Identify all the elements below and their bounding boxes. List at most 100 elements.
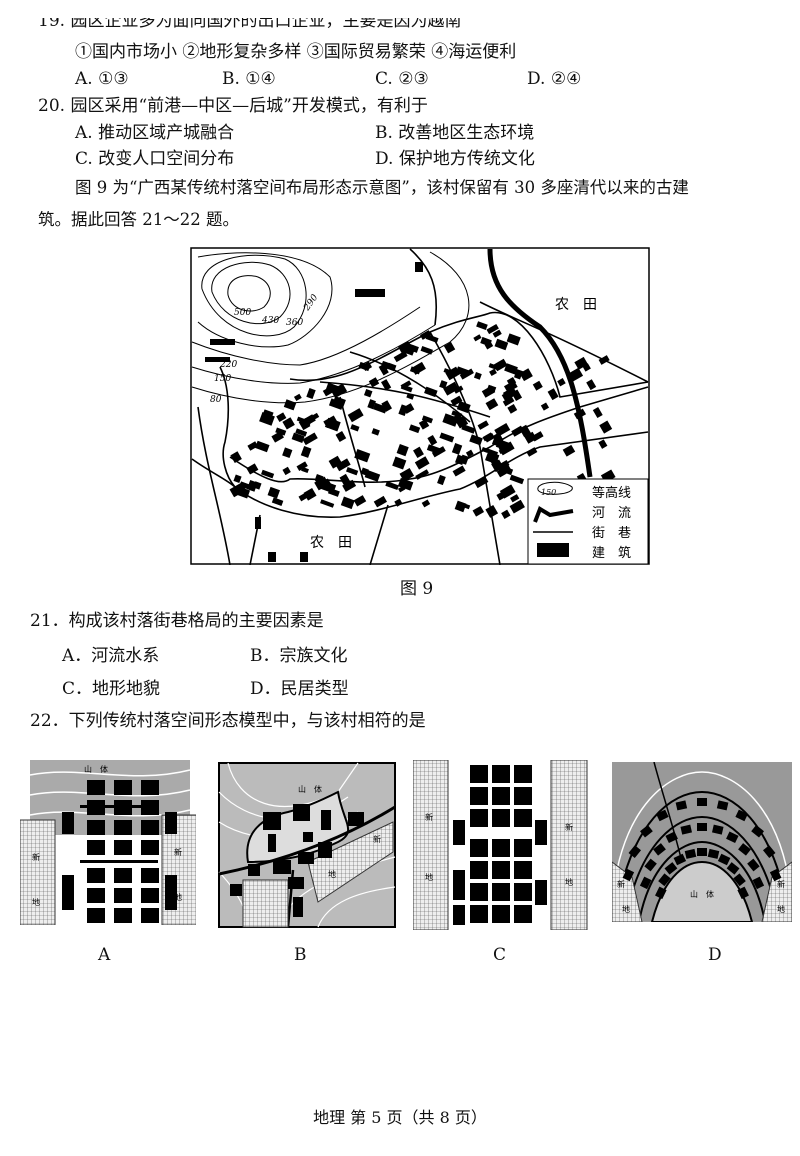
building bbox=[473, 334, 482, 342]
building bbox=[547, 388, 559, 401]
building bbox=[492, 809, 510, 827]
building bbox=[205, 357, 230, 362]
building bbox=[573, 408, 587, 420]
building bbox=[346, 467, 359, 476]
model-label-c: C bbox=[493, 945, 507, 965]
building bbox=[453, 385, 464, 394]
building bbox=[400, 380, 412, 390]
contour-label-360: 360 bbox=[286, 318, 303, 328]
building bbox=[492, 839, 510, 857]
building bbox=[513, 369, 524, 380]
building bbox=[282, 466, 291, 476]
q20-option-b: B. 改善地区生态环境 bbox=[375, 123, 535, 143]
building bbox=[735, 809, 748, 822]
legend-river-label: 河 流 bbox=[592, 506, 631, 521]
q21-option-a: A．河流水系 bbox=[62, 646, 160, 666]
building bbox=[393, 350, 408, 363]
building bbox=[664, 862, 678, 875]
building bbox=[465, 449, 474, 458]
building bbox=[509, 474, 525, 485]
building bbox=[451, 410, 463, 419]
building bbox=[255, 440, 270, 453]
building bbox=[450, 395, 463, 407]
building bbox=[246, 479, 258, 492]
building bbox=[568, 367, 584, 382]
building bbox=[418, 419, 430, 430]
building bbox=[507, 404, 518, 414]
building bbox=[330, 383, 348, 399]
building bbox=[484, 341, 494, 350]
building bbox=[339, 473, 351, 486]
building bbox=[328, 455, 343, 469]
model-a-new-r: 新 bbox=[174, 847, 182, 857]
building bbox=[519, 424, 531, 437]
building bbox=[431, 446, 446, 458]
intro-line1: 图 9 为“广西某传统村落空间布局形态示意图”，该村保留有 30 多座清代以来的… bbox=[75, 178, 689, 197]
building bbox=[165, 895, 177, 910]
building bbox=[492, 765, 510, 783]
building bbox=[114, 908, 132, 923]
building bbox=[324, 417, 341, 432]
building bbox=[261, 469, 275, 479]
building bbox=[268, 552, 276, 562]
legend-river-symbol bbox=[533, 506, 574, 523]
building bbox=[114, 888, 132, 903]
building bbox=[114, 820, 132, 835]
building bbox=[335, 458, 351, 472]
building bbox=[347, 408, 364, 423]
building bbox=[419, 330, 432, 340]
building bbox=[283, 399, 297, 411]
building bbox=[300, 552, 308, 562]
q21-option-d: D．民居类型 bbox=[250, 679, 349, 699]
building bbox=[751, 825, 764, 838]
building bbox=[87, 800, 105, 815]
building bbox=[492, 905, 510, 923]
building bbox=[408, 424, 421, 434]
page-footer: 地理 第 5 页（共 8 页） bbox=[313, 1108, 487, 1127]
building bbox=[300, 445, 312, 458]
figure-caption: 图 9 bbox=[400, 579, 434, 599]
building bbox=[472, 505, 485, 517]
building bbox=[656, 809, 669, 822]
q21-option-b: B．宗族文化 bbox=[250, 646, 348, 666]
building bbox=[514, 839, 532, 857]
building bbox=[368, 377, 380, 388]
building bbox=[371, 428, 380, 436]
building bbox=[675, 800, 688, 811]
legend-building-symbol bbox=[537, 543, 569, 557]
contour-label-220: 220 bbox=[219, 360, 237, 370]
building bbox=[769, 868, 782, 882]
model-c-new: 新 bbox=[425, 812, 433, 822]
model-c: 新 地 新 地 bbox=[413, 760, 588, 930]
building bbox=[405, 343, 419, 353]
contour-label-80: 80 bbox=[210, 395, 222, 405]
building bbox=[302, 432, 318, 446]
building bbox=[586, 379, 597, 391]
building bbox=[459, 454, 469, 465]
q20-stem: 20. 园区采用“前港—中区—后城”开发模式，有利于 bbox=[38, 96, 428, 116]
map-legend: 150 等高线 河 流 街 巷 建 筑 bbox=[527, 478, 649, 565]
building bbox=[271, 497, 284, 507]
model-d-mountain: 山 体 bbox=[690, 889, 714, 899]
building bbox=[532, 380, 543, 391]
building bbox=[293, 393, 302, 402]
building bbox=[298, 418, 311, 431]
q20-option-d: D. 保护地方传统文化 bbox=[375, 149, 535, 169]
building bbox=[234, 485, 251, 499]
building bbox=[453, 870, 465, 900]
building bbox=[557, 378, 566, 387]
q19-option-c: C. ②③ bbox=[375, 69, 429, 89]
building bbox=[141, 780, 159, 795]
building bbox=[342, 479, 357, 492]
legend-contour-label: 等高线 bbox=[592, 485, 631, 501]
building bbox=[492, 861, 510, 879]
building bbox=[350, 424, 360, 432]
building bbox=[451, 443, 463, 455]
building bbox=[680, 824, 692, 835]
building bbox=[141, 800, 159, 815]
building bbox=[165, 812, 177, 834]
building bbox=[415, 262, 423, 272]
building bbox=[494, 338, 509, 351]
building bbox=[246, 463, 259, 475]
building bbox=[514, 861, 532, 879]
